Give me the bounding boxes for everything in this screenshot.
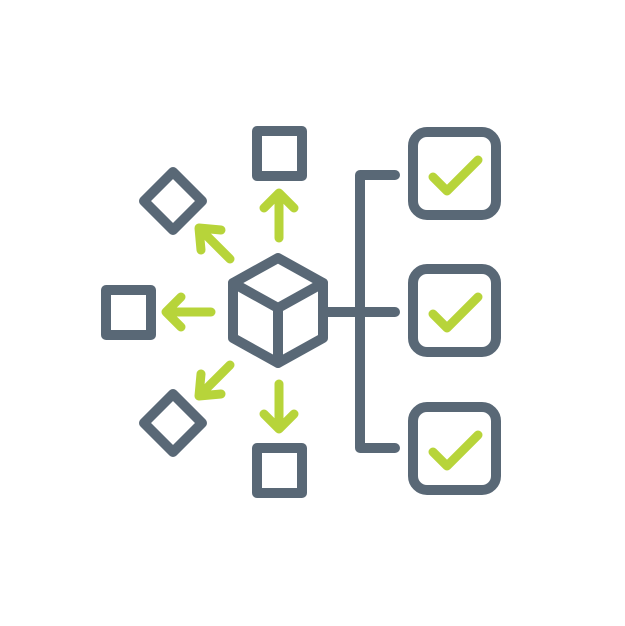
arrows bbox=[161, 188, 299, 434]
cube-icon bbox=[228, 253, 328, 368]
diamond-top-left-icon bbox=[139, 167, 207, 235]
checkmark-3-icon bbox=[428, 430, 483, 471]
square-bottom-icon bbox=[252, 443, 307, 498]
diamond-bottom-left-icon bbox=[139, 389, 207, 457]
square-top-icon bbox=[252, 126, 307, 181]
arrow-up-left-icon bbox=[194, 223, 235, 264]
checkbox-2-icon bbox=[408, 264, 501, 357]
arrow-left-icon bbox=[161, 292, 216, 332]
arrow-down-left-icon bbox=[194, 360, 235, 401]
checkbox-1-icon bbox=[408, 127, 501, 220]
arrow-up-icon bbox=[259, 188, 299, 243]
outer-shapes bbox=[101, 126, 307, 498]
checkmark-2-icon bbox=[428, 292, 483, 333]
checklist bbox=[408, 127, 501, 495]
checkbox-3-icon bbox=[408, 402, 501, 495]
connector-line-bracket bbox=[355, 170, 400, 453]
connector-bracket bbox=[320, 170, 400, 453]
square-left-icon bbox=[101, 285, 156, 340]
checkmark-1-icon bbox=[428, 155, 483, 196]
arrow-down-icon bbox=[259, 379, 299, 434]
